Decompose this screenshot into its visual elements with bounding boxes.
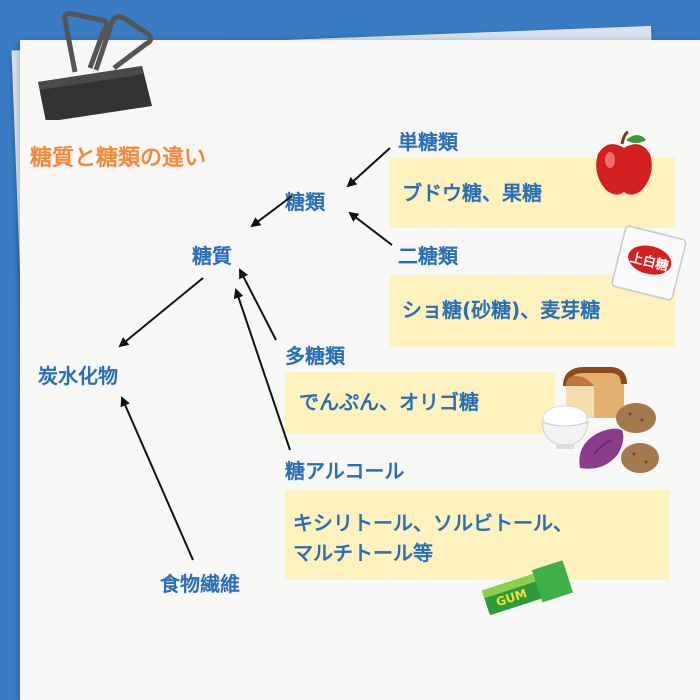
sweet-potato-icon	[579, 428, 624, 469]
node-disaccharides: 二糖類	[398, 244, 458, 268]
potato-icon	[616, 403, 659, 473]
example-box-sugar-alcohol: キシリトール、ソルビトール、 マルチトール等	[285, 490, 670, 580]
example-sugar-alcohol-line1: キシリトール、ソルビトール、	[293, 511, 573, 535]
node-polysaccharides: 多糖類	[285, 344, 345, 368]
example-disaccharides: ショ糖(砂糖)、麦芽糖	[402, 298, 601, 322]
example-monosaccharides: ブドウ糖、果糖	[402, 181, 542, 205]
node-dietary-fiber: 食物繊維	[160, 572, 240, 596]
rice-bowl-icon	[541, 405, 589, 449]
sugar-pack-icon: 上白糖	[611, 225, 687, 301]
example-polysaccharides: でんぷん、オリゴ糖	[299, 390, 479, 414]
apple-icon	[596, 130, 652, 195]
diagram-title: 糖質と糖類の違い	[30, 146, 207, 171]
node-sugar-content: 糖質	[192, 244, 232, 268]
binder-clip-icon	[38, 11, 154, 120]
node-carbohydrate: 炭水化物	[38, 364, 118, 388]
example-box-polysaccharides: でんぷん、オリゴ糖	[285, 372, 555, 434]
example-sugar-alcohol-line2: マルチトール等	[293, 541, 433, 565]
node-monosaccharides: 単糖類	[398, 130, 458, 154]
node-sugar-alcohol: 糖アルコール	[285, 459, 405, 483]
gum-icon: GUM	[481, 560, 573, 615]
node-sugars: 糖類	[285, 190, 325, 214]
